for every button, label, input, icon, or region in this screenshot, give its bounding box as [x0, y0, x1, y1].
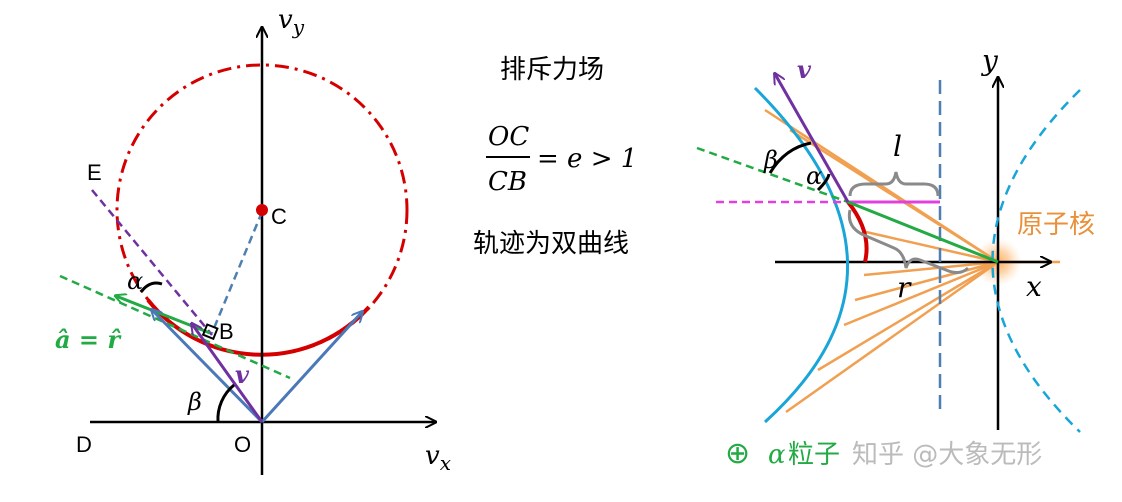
vx-axis-label: vx: [425, 441, 451, 475]
beta-arc-left: [216, 383, 235, 423]
beta-arc-right: [768, 141, 812, 174]
alpha-label-left: α: [127, 267, 143, 295]
beta-label-right: β: [763, 146, 778, 174]
vy-axis-label: vy: [278, 5, 305, 39]
point-o-label: O: [234, 432, 251, 457]
force-ray: [785, 260, 999, 414]
oc-dashed-line: [210, 211, 264, 334]
velocity-vector-right: [260, 312, 362, 424]
trajectory-red-portion: [846, 200, 869, 263]
fraction-denominator: CB: [488, 167, 527, 197]
alpha-arc-left: [139, 281, 163, 293]
l-brace: [848, 171, 940, 197]
fraction-numerator: OC: [488, 122, 529, 152]
point-b-label: B: [219, 319, 234, 344]
green-radius-line: [847, 200, 999, 264]
r-brace: [847, 209, 970, 275]
alpha-particle-text: 粒子: [788, 440, 840, 470]
watermark: 知乎 @大象无形: [852, 440, 1042, 470]
v-label-right: v: [797, 55, 812, 84]
alpha-arc-right: [816, 173, 831, 192]
force-ray: [843, 260, 999, 327]
force-ray: [865, 230, 999, 264]
y-axis-label-right: y: [980, 44, 999, 77]
point-c-dot: [256, 204, 268, 216]
trajectory-text: 轨迹为双曲线: [473, 229, 629, 259]
x-axis-label-right: x: [1026, 270, 1042, 303]
middle-panel: 排斥力场 OC CB = e > 1 轨迹为双曲线: [473, 55, 637, 259]
alpha-particle-symbol: ⊕: [725, 437, 750, 470]
velocity-vector-left: [152, 310, 264, 424]
e-dashed-line: [91, 189, 213, 336]
right-panel: y x v β α l r 原子核 ⊕ α 粒子 知乎 @大象无形: [696, 44, 1095, 470]
green-dashed-line: [59, 274, 291, 380]
left-panel: vy vx C E B D O α β v â = r̂: [55, 5, 451, 475]
velocity-vector-v: [192, 324, 264, 423]
eccentricity-relation: = e > 1: [537, 144, 637, 174]
force-ray: [789, 128, 999, 264]
a-equals-r-label: â = r̂: [55, 325, 122, 354]
nucleus-label: 原子核: [1017, 210, 1095, 240]
point-e-label: E: [87, 160, 102, 185]
field-title: 排斥力场: [500, 55, 604, 85]
point-d-label: D: [76, 432, 92, 457]
force-ray: [854, 260, 999, 302]
v-label-left: v: [235, 360, 250, 389]
alpha-particle-greek: α: [768, 440, 786, 470]
right-angle-marker: [201, 323, 219, 341]
hodograph-arc: [146, 298, 371, 357]
beta-label-left: β: [187, 388, 202, 416]
force-ray: [863, 260, 999, 277]
r-label: r: [897, 271, 912, 304]
hyperbola-branch-trajectory: [753, 86, 850, 424]
hodograph-circle: [115, 63, 409, 357]
alpha-label-right: α: [806, 162, 822, 190]
l-label: l: [893, 130, 902, 163]
velocity-arrow-right: [775, 74, 850, 203]
point-c-label: C: [271, 204, 287, 229]
green-dashed-asymptote: [696, 146, 849, 204]
force-ray: [817, 260, 999, 372]
